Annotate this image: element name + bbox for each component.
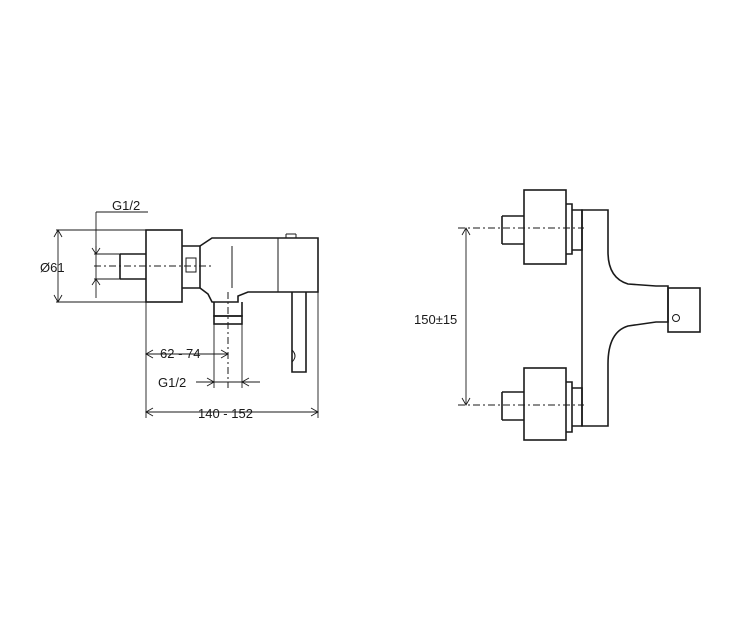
dim-center-distance [461,227,471,406]
label-center-distance: 150±15 [414,312,457,327]
side-eccentric [182,245,201,289]
dim-diameter [53,229,146,303]
label-overall-length: 140 - 152 [198,406,253,421]
front-mixer-body [581,209,669,427]
dim-thread-top [91,211,148,298]
dim-overall-length [145,292,319,418]
label-thread-top: G1/2 [112,198,140,213]
side-lever [291,292,307,373]
label-diameter: Ø61 [40,260,65,275]
front-handle [667,287,701,333]
label-thread-bottom: G1/2 [158,375,186,390]
dim-thread-bottom [196,324,260,388]
front-inlet-top [501,189,583,265]
side-view: G1/2 Ø61 62 - 74 G1/2 [40,198,319,421]
front-inlet-bottom [501,367,583,441]
label-offset: 62 - 74 [160,346,200,361]
front-view: 150±15 [414,189,701,441]
side-mixer-body [199,233,319,303]
